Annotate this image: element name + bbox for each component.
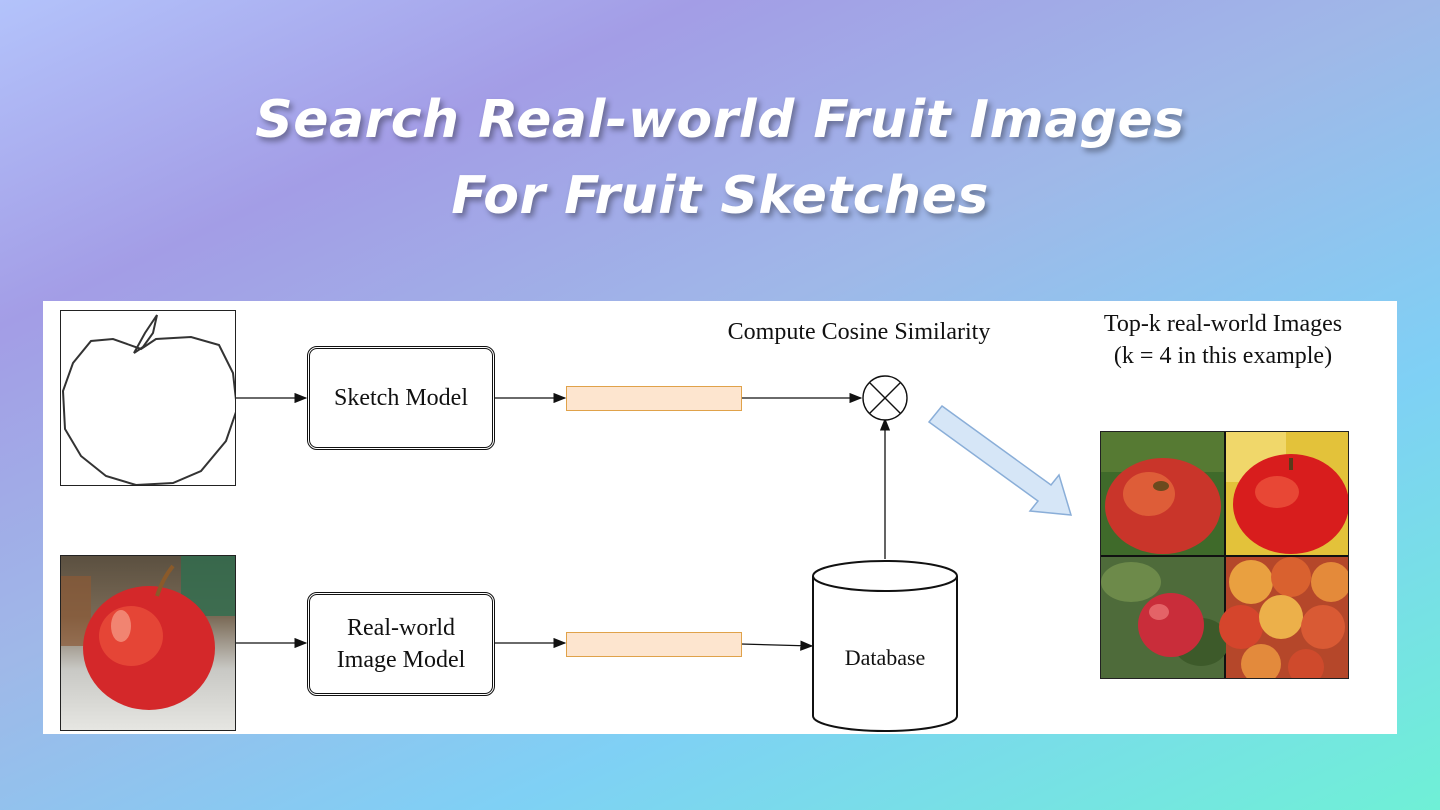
real-model-label-line2: Image Model xyxy=(336,647,466,673)
image-feature-vector xyxy=(566,632,742,657)
cosine-similarity-label: Compute Cosine Similarity xyxy=(727,319,991,345)
apple-sketch-image xyxy=(60,310,236,486)
diagram-connectors xyxy=(235,375,1073,732)
cylinder-database-icon xyxy=(812,560,958,732)
result-image-1 xyxy=(1101,432,1224,555)
sketch-model-label: Sketch Model xyxy=(334,385,468,411)
circle-times-icon xyxy=(862,375,908,421)
result-image-3 xyxy=(1101,557,1229,678)
result-arrow xyxy=(927,404,1073,516)
sketch-feature-vector xyxy=(566,386,742,411)
arrow-feature-to-database xyxy=(740,640,814,651)
real-model-label-line1: Real-world xyxy=(347,615,455,641)
topk-label-line2: (k = 4 in this example) xyxy=(1113,343,1333,369)
diagram-panel: Sketch Model Real-world Image Model Comp… xyxy=(43,301,1397,734)
database-label: Database xyxy=(844,645,926,670)
title-line-1: Search Real-world Fruit Images xyxy=(255,90,1185,150)
topk-label-line1: Top-k real-world Images xyxy=(1103,311,1343,337)
apple-photo-image xyxy=(60,555,236,731)
sketch-model-box: Sketch Model xyxy=(307,346,495,450)
result-grid xyxy=(1100,431,1349,679)
title-line-2: For Fruit Sketches xyxy=(451,166,989,226)
result-image-2 xyxy=(1226,432,1348,555)
real-world-image-model-box: Real-world Image Model xyxy=(307,592,495,696)
result-image-4 xyxy=(1219,557,1348,678)
